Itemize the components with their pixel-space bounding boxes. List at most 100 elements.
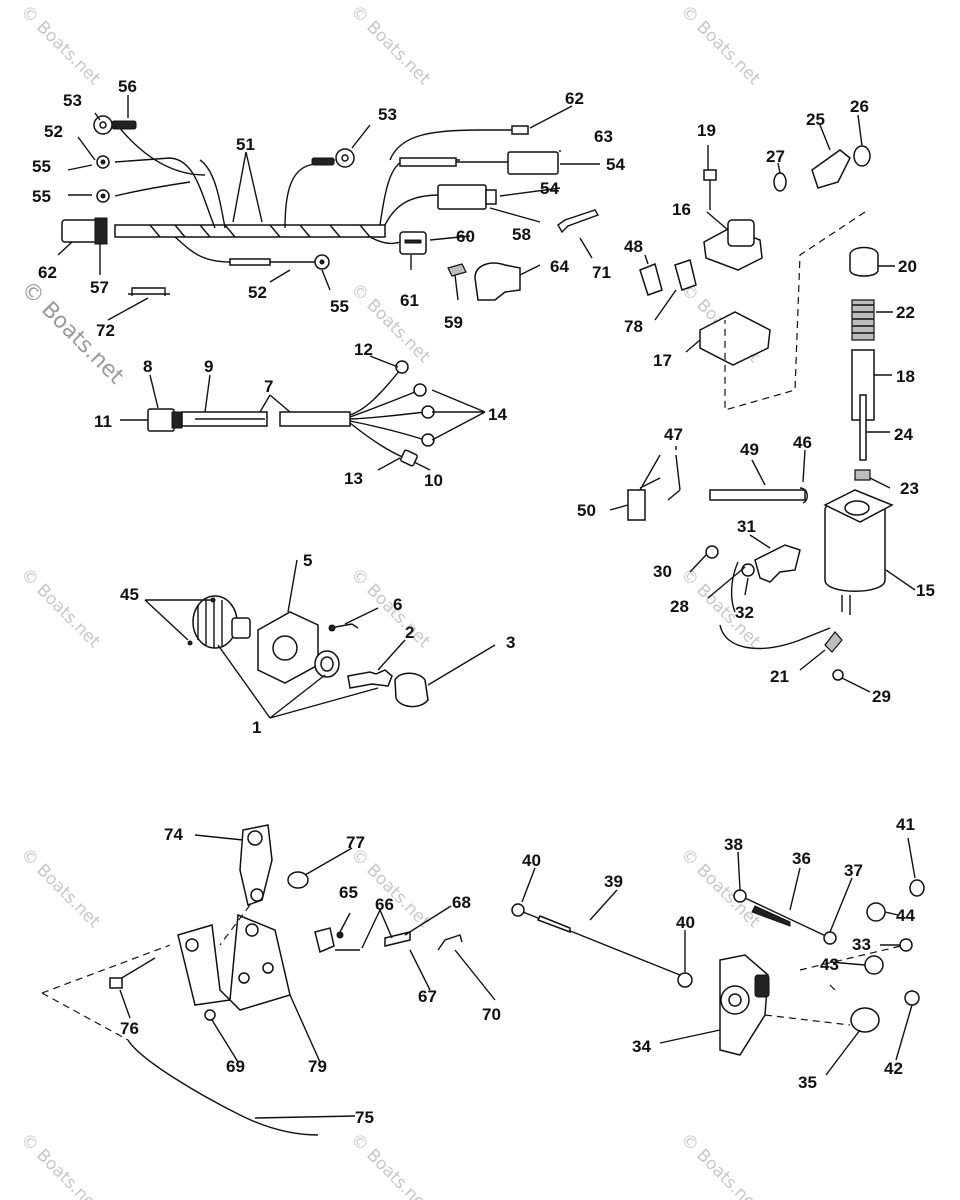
callout-41: 41: [896, 815, 915, 834]
callout-5: 5: [303, 551, 312, 570]
callout-74: 74: [164, 825, 183, 844]
watermark: © Boats.net: [346, 564, 434, 652]
coil-solenoid-group: [639, 145, 879, 481]
callout-23: 23: [900, 479, 919, 498]
watermark: © Boats.net: [16, 1, 104, 89]
callout-38: 38: [724, 835, 743, 854]
callout-56: 56: [118, 77, 137, 96]
callout-46: 46: [793, 433, 812, 452]
callout-77: 77: [346, 833, 365, 852]
callout-13: 13: [344, 469, 363, 488]
watermark: © Boats.net: [676, 1129, 764, 1200]
callout-61: 61: [400, 291, 419, 310]
leader-lines: [57, 95, 916, 1119]
callout-54: 54: [606, 155, 625, 174]
callout-36: 36: [792, 849, 811, 868]
callout-66: 66: [375, 895, 394, 914]
callout-68: 68: [452, 893, 471, 912]
callout-3: 3: [506, 633, 515, 652]
ignition-harness: [147, 360, 435, 467]
callout-34: 34: [632, 1037, 651, 1056]
callout-8: 8: [143, 357, 152, 376]
watermark: © Boats.net: [16, 1129, 104, 1200]
callout-7: 7: [264, 377, 273, 396]
watermark: © Boats.net: [346, 1129, 434, 1200]
callout-10: 10: [424, 471, 443, 490]
callout-26: 26: [850, 97, 869, 116]
callout-24: 24: [894, 425, 913, 444]
callout-62: 62: [38, 263, 57, 282]
callout-78: 78: [624, 317, 643, 336]
callout-76: 76: [120, 1019, 139, 1038]
callout-72: 72: [96, 321, 115, 340]
watermark: © Boats.net: [16, 564, 104, 652]
callout-51: 51: [236, 135, 255, 154]
callout-52: 52: [44, 122, 63, 141]
callout-44: 44: [896, 906, 915, 925]
callout-37: 37: [844, 861, 863, 880]
callout-55: 55: [330, 297, 349, 316]
watermark: © Boats.net: [346, 1, 434, 89]
callout-40: 40: [522, 851, 541, 870]
callout-54: 54: [540, 179, 559, 198]
callout-18: 18: [896, 367, 915, 386]
callout-58: 58: [512, 225, 531, 244]
callout-21: 21: [770, 667, 789, 686]
callout-17: 17: [653, 351, 672, 370]
callout-52: 52: [248, 283, 267, 302]
callout-2: 2: [405, 623, 414, 642]
ignition-switch-assembly: [187, 595, 429, 708]
callout-29: 29: [872, 687, 891, 706]
throttle-bracket-group: [41, 824, 463, 1136]
callout-14: 14: [488, 405, 507, 424]
linkage-group: [511, 879, 925, 1056]
watermark: © Boats.net: [346, 844, 434, 932]
callout-43: 43: [820, 955, 839, 974]
callout-25: 25: [806, 110, 825, 129]
callout-57: 57: [90, 278, 109, 297]
callout-63: 63: [594, 127, 613, 146]
callout-39: 39: [604, 872, 623, 891]
callout-53: 53: [378, 105, 397, 124]
callout-71: 71: [592, 263, 611, 282]
callout-27: 27: [766, 147, 785, 166]
callout-20: 20: [898, 257, 917, 276]
callout-75: 75: [355, 1108, 374, 1127]
callout-35: 35: [798, 1073, 817, 1092]
callout-32: 32: [735, 603, 754, 622]
callout-79: 79: [308, 1057, 327, 1076]
callout-9: 9: [204, 357, 213, 376]
starter-solenoid-group: [627, 477, 894, 681]
callout-49: 49: [740, 440, 759, 459]
callout-55: 55: [32, 157, 51, 176]
callout-47: 47: [664, 425, 683, 444]
callout-12: 12: [354, 340, 373, 359]
callout-11: 11: [94, 412, 112, 431]
wire-harness: [61, 115, 600, 301]
callout-48: 48: [624, 237, 643, 256]
watermark: © Boats.net: [676, 1, 764, 89]
callout-60: 60: [456, 227, 475, 246]
callout-42: 42: [884, 1059, 903, 1078]
callout-40: 40: [676, 913, 695, 932]
callout-1: 1: [252, 718, 261, 737]
callout-64: 64: [550, 257, 569, 276]
callout-50: 50: [577, 501, 596, 520]
callout-33: 33: [852, 935, 871, 954]
callout-59: 59: [444, 313, 463, 332]
callout-6: 6: [393, 595, 402, 614]
callout-30: 30: [653, 562, 672, 581]
callout-67: 67: [418, 987, 437, 1006]
callout-15: 15: [916, 581, 935, 600]
callout-53: 53: [63, 91, 82, 110]
callout-labels: 56 53 52 55 55 51 53 62 63 54 54 58 60 6…: [32, 77, 935, 1127]
callout-62: 62: [565, 89, 584, 108]
watermark: © Boats.net: [16, 844, 104, 932]
callout-65: 65: [339, 883, 358, 902]
callout-31: 31: [737, 517, 756, 536]
callout-28: 28: [670, 597, 689, 616]
callout-70: 70: [482, 1005, 501, 1024]
callout-45: 45: [120, 585, 139, 604]
callout-69: 69: [226, 1057, 245, 1076]
